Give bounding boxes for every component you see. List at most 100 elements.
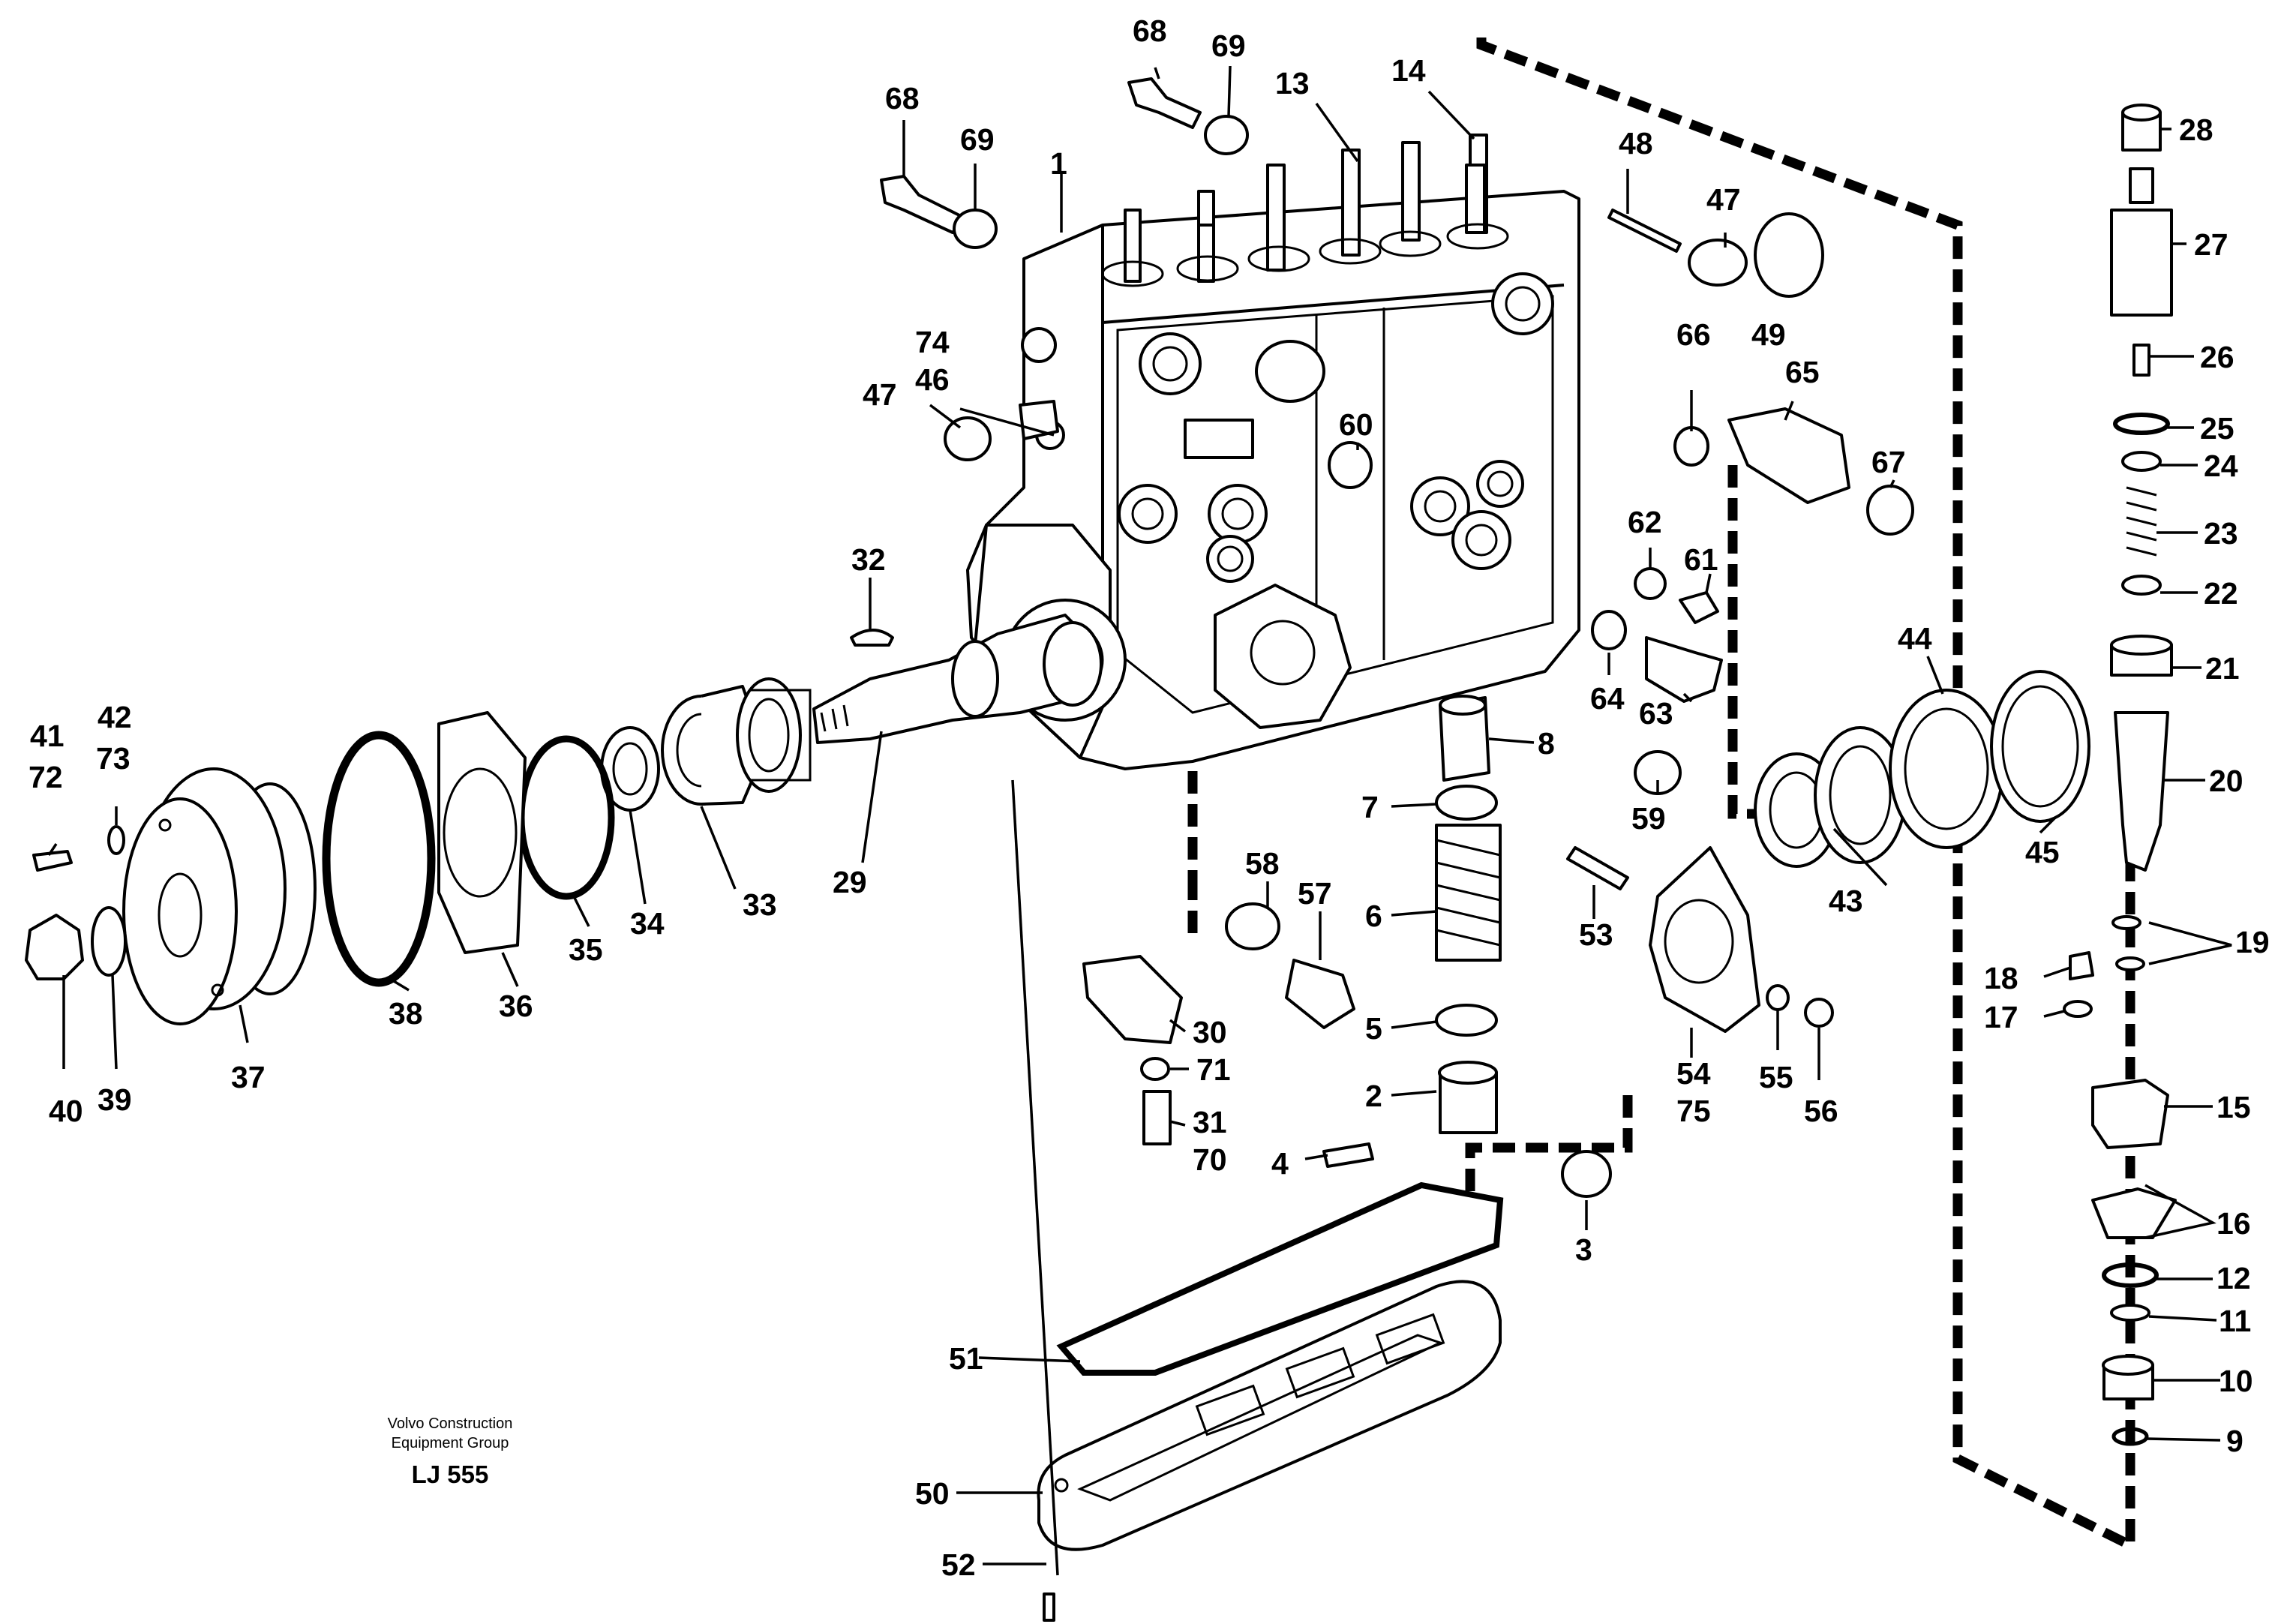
callout-53: 53 (1579, 917, 1613, 952)
screw (1043, 1592, 1055, 1622)
leader-lines (47, 65, 2232, 1576)
callout-18: 18 (1984, 961, 2018, 995)
small-bolt (32, 850, 73, 872)
callout-65: 65 (1785, 355, 1820, 389)
callout-49: 49 (1751, 317, 1786, 352)
washer (1634, 567, 1667, 600)
callout-17: 17 (1984, 1000, 2018, 1034)
callout-68-top: 68 (1133, 14, 1167, 48)
callout-41: 41 (30, 719, 65, 753)
callout-59: 59 (1631, 801, 1666, 836)
tapered-bearing (661, 677, 812, 806)
bracket (1082, 955, 1183, 1044)
cover-gasket (1056, 1181, 1504, 1376)
callout-47-right: 47 (1706, 182, 1741, 217)
callout-64: 64 (1590, 681, 1625, 716)
tappet-stack (1322, 695, 1612, 1198)
callout-15: 15 (2216, 1090, 2251, 1124)
figure-code: LJ 555 (411, 1460, 489, 1488)
callout-51: 51 (949, 1341, 983, 1376)
callout-39: 39 (98, 1082, 132, 1117)
callout-35: 35 (569, 932, 603, 967)
callout-62: 62 (1628, 505, 1662, 539)
washer (1591, 610, 1627, 650)
credit-line-2: Equipment Group (391, 1435, 509, 1451)
callout-22: 22 (2204, 576, 2238, 611)
callout-1: 1 (1050, 146, 1067, 181)
stud (1566, 846, 1629, 890)
callout-42: 42 (98, 700, 132, 734)
callout-13: 13 (1275, 66, 1310, 101)
washer (1225, 902, 1280, 950)
callout-74: 74 (915, 325, 950, 359)
callout-14: 14 (1391, 53, 1426, 88)
callout-60: 60 (1339, 407, 1373, 442)
callout-21: 21 (2205, 651, 2240, 686)
washer (1204, 115, 1249, 155)
o-ring-small (518, 735, 615, 900)
callout-52: 52 (941, 1547, 976, 1582)
callout-4: 4 (1271, 1146, 1289, 1181)
callout-46: 46 (915, 362, 950, 397)
nut (1804, 998, 1834, 1028)
washer (1673, 426, 1709, 467)
callout-20: 20 (2209, 764, 2243, 798)
washer (953, 209, 998, 249)
callout-23: 23 (2204, 516, 2238, 551)
washer (91, 906, 127, 977)
callout-69-left: 69 (960, 122, 995, 157)
callout-48: 48 (1619, 126, 1653, 161)
callout-25: 25 (2200, 411, 2234, 446)
callout-72: 72 (29, 760, 63, 794)
credit-line-1: Volvo Construction (387, 1415, 513, 1432)
callout-10: 10 (2219, 1364, 2253, 1398)
callout-75: 75 (1676, 1094, 1711, 1128)
callout-57: 57 (1298, 876, 1332, 911)
figure-credit: Volvo Construction Equipment Group LJ 55… (360, 1414, 540, 1489)
tapered-bearing-right (1754, 670, 2090, 868)
hex-nut (25, 914, 84, 980)
drain-plug (1285, 959, 1355, 1029)
callout-5: 5 (1365, 1011, 1382, 1046)
callout-36: 36 (499, 989, 533, 1023)
callout-32: 32 (851, 542, 886, 577)
callout-47-left: 47 (863, 377, 897, 412)
cap-nut (1866, 485, 1914, 536)
inspection-cover (1037, 1280, 1502, 1551)
callout-28: 28 (2179, 113, 2213, 147)
callout-73: 73 (96, 741, 131, 776)
callout-7: 7 (1361, 790, 1379, 824)
callout-19: 19 (2235, 925, 2270, 959)
plug (944, 416, 992, 461)
callout-26: 26 (2200, 340, 2234, 374)
bolt (880, 175, 965, 234)
callout-34: 34 (630, 906, 665, 941)
callout-55: 55 (1759, 1060, 1793, 1094)
callout-40: 40 (49, 1094, 83, 1128)
banjo-bolt (1645, 636, 1723, 703)
callout-labels: 1 2 3 4 5 6 7 8 9 10 11 12 13 14 15 16 1… (29, 14, 2270, 1582)
cover-flange (1649, 846, 1760, 1033)
callout-67: 67 (1871, 445, 1906, 479)
screw (1142, 1090, 1172, 1145)
coupling-hub (122, 767, 317, 1025)
callout-2: 2 (1365, 1079, 1382, 1113)
plug (1688, 239, 1748, 287)
callout-63: 63 (1639, 696, 1673, 731)
small-washer (107, 825, 125, 855)
camshaft (812, 614, 1103, 744)
callout-71: 71 (1196, 1052, 1231, 1087)
pump-housing (966, 134, 1580, 770)
callout-3: 3 (1575, 1232, 1592, 1267)
callout-8: 8 (1538, 726, 1555, 761)
bearing-flange (437, 711, 527, 954)
screw (1679, 591, 1719, 624)
callout-66: 66 (1676, 317, 1711, 352)
callout-58: 58 (1245, 846, 1280, 881)
callout-30: 30 (1193, 1015, 1227, 1049)
pin (1607, 209, 1682, 253)
o-ring-large (322, 731, 436, 987)
callout-24: 24 (2204, 449, 2238, 483)
callout-54: 54 (1676, 1056, 1711, 1091)
